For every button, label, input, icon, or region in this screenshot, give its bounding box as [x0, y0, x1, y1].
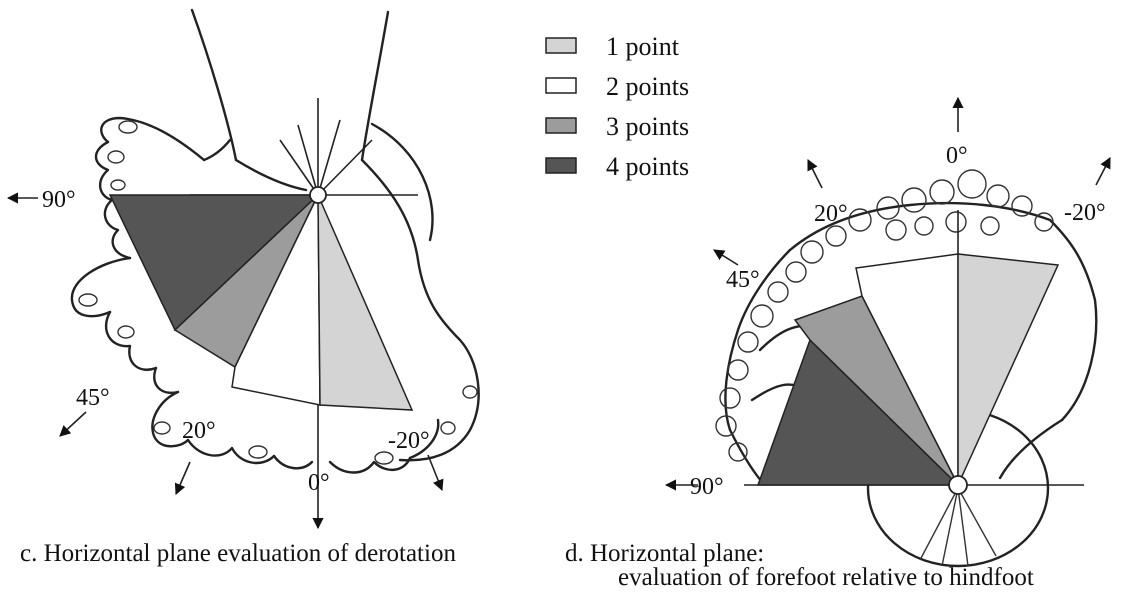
panel-c-label-20: 20°: [182, 418, 216, 444]
panel-c: 90° 45° 20° 0° -20° c. Horizontal plane …: [6, 8, 480, 567]
panel-d-label-90: 90°: [690, 474, 724, 500]
panel-d-foot-sketch: [715, 169, 1098, 568]
panel-d-arrow-45: [713, 249, 739, 266]
legend-label-4: 4 points: [606, 152, 689, 181]
legend: 1 point 2 points 3 points 4 points: [545, 32, 689, 181]
panel-d-label-0: 0°: [946, 143, 968, 169]
panel-d: 0° 20° -20° 45° 90° d. Horizontal plane:…: [565, 96, 1111, 591]
legend-swatch-4: [545, 157, 577, 174]
panel-d-caption-line2: evaluation of forefoot relative to hindf…: [618, 564, 1034, 591]
panel-c-label-0: 0°: [308, 470, 330, 496]
panel-c-arrow-20: [174, 461, 191, 496]
legend-item-3: 3 points: [545, 112, 689, 141]
legend-label-3: 3 points: [606, 112, 689, 141]
panel-c-foot-sketch: [70, 8, 480, 474]
legend-item-2: 2 points: [545, 72, 689, 101]
panel-d-wedges: [756, 253, 1060, 486]
legend-label-1: 1 point: [606, 32, 680, 61]
panel-d-label-45: 45°: [726, 267, 760, 293]
legend-item-4: 4 points: [545, 152, 689, 181]
panel-d-caption-line1: d. Horizontal plane:: [565, 540, 764, 567]
panel-c-label-minus20: -20°: [388, 428, 430, 454]
panel-c-label-90: 90°: [42, 187, 76, 213]
panel-c-arrow-minus20: [427, 454, 444, 492]
panel-d-arrow-20: [807, 158, 823, 189]
panel-c-arrow-45: [59, 411, 87, 437]
panel-c-label-45: 45°: [76, 385, 110, 411]
panel-d-pivot: [948, 475, 968, 495]
legend-swatch-2: [545, 77, 577, 94]
panel-c-caption: c. Horizontal plane evaluation of derota…: [20, 540, 456, 567]
panel-d-wedge-1-point: [957, 253, 1060, 486]
panel-d-arrow-minus20: [1095, 157, 1111, 186]
legend-label-2: 2 points: [606, 72, 689, 101]
panel-d-label-20: 20°: [814, 201, 848, 227]
legend-item-1: 1 point: [545, 32, 680, 61]
panel-c-pivot: [309, 186, 327, 204]
legend-swatch-3: [545, 117, 577, 134]
panel-d-label-minus20: -20°: [1064, 200, 1106, 226]
panel-c-wedge-1-point: [317, 194, 414, 411]
legend-swatch-1: [545, 37, 577, 54]
panel-c-wedges: [108, 194, 414, 411]
